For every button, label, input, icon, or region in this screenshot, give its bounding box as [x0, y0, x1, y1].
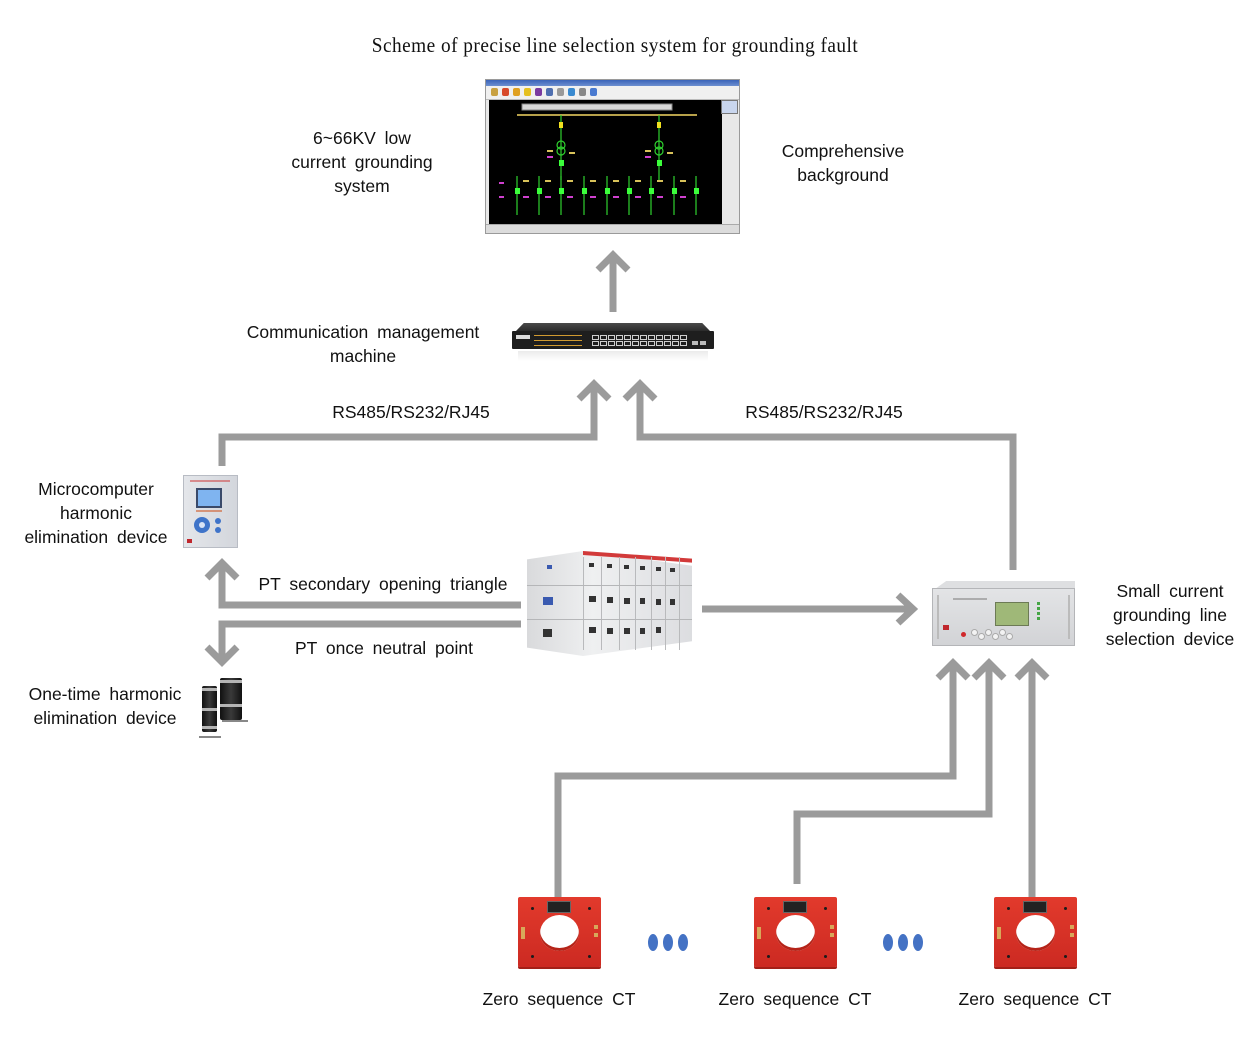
ellipsis-dot — [898, 934, 908, 951]
one-time-harmonic-label: One-time harmonic elimination device — [14, 682, 196, 730]
link-switchgear-to-line-selection — [702, 592, 919, 626]
zero-sequence-ct-icon — [994, 897, 1077, 967]
zero-sequence-ct-icon — [754, 897, 837, 967]
micro-harmonic-label-line: Microcomputer — [38, 479, 154, 499]
relay-device-icon — [183, 475, 238, 548]
switchgear-cabinet-icon — [527, 551, 692, 656]
rack-mount-device-icon — [932, 581, 1075, 646]
link-line-selection-to-switch — [622, 379, 1017, 570]
scada-toolbar — [486, 86, 739, 100]
ellipsis-icon — [648, 934, 688, 951]
left-protocol-label: RS485/RS232/RJ45 — [332, 402, 490, 422]
one-time-harmonic-label-line: One-time harmonic — [28, 684, 182, 704]
scada-titlebar — [486, 80, 739, 86]
comm-machine-label-line: Communication management — [246, 322, 480, 342]
right-protocol-label: RS485/RS232/RJ45 — [745, 402, 903, 422]
pt-neutral-label: PT once neutral point — [294, 638, 474, 658]
link-pt-neutral — [204, 620, 521, 667]
system-label: 6~66KV low current grounding system — [268, 126, 456, 198]
diagram-title: Scheme of precise line selection system … — [371, 33, 859, 57]
scada-side-panel — [721, 100, 738, 114]
background-label-line: Comprehensive — [781, 141, 905, 161]
link-micro-harmonic-to-switch — [218, 379, 612, 466]
ellipsis-dot — [913, 934, 923, 951]
harmonic-eliminator-icon — [196, 678, 251, 740]
ct-label: Zero sequence CT — [718, 989, 872, 1009]
system-label-line: system — [334, 176, 390, 196]
line-selection-label-line: selection device — [1105, 629, 1235, 649]
ellipsis-dot — [678, 934, 688, 951]
link-ct3 — [1014, 658, 1050, 897]
feeder-lines — [499, 150, 699, 215]
pt-secondary-label: PT secondary opening triangle — [258, 574, 508, 594]
line-selection-label-line: grounding line — [1113, 605, 1227, 625]
one-time-harmonic-label-line: elimination device — [33, 708, 177, 728]
background-label-line: background — [797, 165, 889, 185]
background-label: Comprehensive background — [760, 139, 926, 187]
link-ct2 — [793, 658, 1007, 884]
comm-machine-label-line: machine — [329, 346, 397, 366]
ct-label: Zero sequence CT — [482, 989, 636, 1009]
link-pt-secondary — [204, 558, 521, 609]
link-ct1 — [554, 658, 971, 897]
line-selection-label-line: Small current — [1116, 581, 1224, 601]
ellipsis-dot — [883, 934, 893, 951]
ellipsis-dot — [648, 934, 658, 951]
micro-harmonic-label-line: harmonic — [60, 503, 132, 523]
network-switch-icon — [512, 323, 714, 361]
ellipsis-icon — [883, 934, 923, 951]
zero-sequence-ct-icon — [518, 897, 601, 967]
micro-harmonic-label: Microcomputer harmonic elimination devic… — [12, 477, 180, 549]
ellipsis-dot — [663, 934, 673, 951]
arrow-switch-to-background — [595, 250, 631, 312]
scada-monitor-screenshot — [485, 79, 740, 234]
scada-single-line-diagram — [489, 100, 722, 224]
line-selection-label: Small current grounding line selection d… — [1090, 579, 1250, 651]
scada-statusbar — [486, 224, 739, 233]
system-label-line: 6~66KV low — [313, 128, 411, 148]
system-label-line: current grounding — [291, 152, 433, 172]
micro-harmonic-label-line: elimination device — [24, 527, 168, 547]
ct-label: Zero sequence CT — [958, 989, 1112, 1009]
comm-machine-label: Communication management machine — [222, 320, 504, 368]
